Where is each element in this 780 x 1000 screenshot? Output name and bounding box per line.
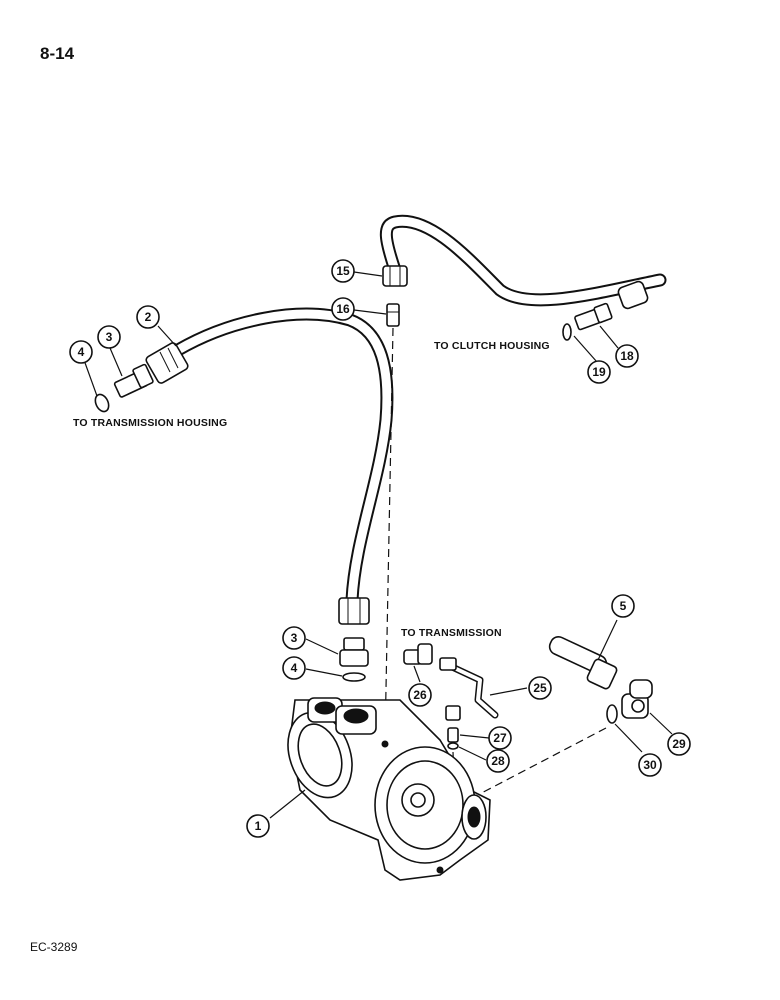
page-number: 8-14 xyxy=(40,44,75,63)
o-ring-4-lower xyxy=(342,672,366,682)
leader-30 xyxy=(614,723,643,753)
leader-25 xyxy=(489,687,528,696)
leader-4b xyxy=(305,668,343,677)
callout-27: 27 xyxy=(488,726,512,750)
callout-26: 26 xyxy=(408,683,432,707)
svg-text:19: 19 xyxy=(592,365,606,379)
svg-text:16: 16 xyxy=(336,302,350,316)
tube-15 xyxy=(379,214,667,310)
leader-5 xyxy=(597,619,618,661)
svg-text:15: 15 xyxy=(336,264,350,278)
callout-4-upper: 4 xyxy=(69,340,93,364)
leader-18 xyxy=(599,325,619,349)
leader-29 xyxy=(649,712,673,735)
callout-29: 29 xyxy=(667,732,691,756)
callout-4-lower: 4 xyxy=(282,656,306,680)
o-ring-30 xyxy=(606,704,618,724)
leader-27 xyxy=(459,734,490,739)
tube-25 xyxy=(439,657,499,721)
callout-28: 28 xyxy=(486,749,510,773)
leader-16 xyxy=(353,309,387,315)
callout-15: 15 xyxy=(331,259,355,283)
o-ring-4-upper xyxy=(94,393,110,413)
assembly-line-16 xyxy=(384,327,394,741)
leader-3a xyxy=(109,347,123,377)
leader-28 xyxy=(458,746,487,761)
leader-15 xyxy=(353,271,383,277)
svg-text:4: 4 xyxy=(291,661,298,675)
leader-19 xyxy=(573,335,598,363)
label-to-clutch-housing: TO CLUTCH HOUSING xyxy=(434,340,550,352)
callout-30: 30 xyxy=(638,753,662,777)
svg-text:28: 28 xyxy=(491,754,505,768)
svg-text:29: 29 xyxy=(672,737,686,751)
fitting-3-lower xyxy=(339,637,369,667)
svg-text:1: 1 xyxy=(255,819,262,833)
label-to-transmission-housing: TO TRANSMISSION HOUSING xyxy=(73,417,228,429)
figure-id: EC-3289 xyxy=(30,940,78,954)
callout-18: 18 xyxy=(615,344,639,368)
pump-housing-1 xyxy=(287,697,491,881)
fitting-3-upper xyxy=(113,363,154,398)
callout-3-upper: 3 xyxy=(97,325,121,349)
fitting-16 xyxy=(386,303,400,327)
o-ring-19 xyxy=(562,323,572,341)
svg-text:3: 3 xyxy=(106,330,113,344)
svg-text:30: 30 xyxy=(643,758,657,772)
svg-text:27: 27 xyxy=(493,731,507,745)
leader-4a xyxy=(83,359,98,397)
fitting-18 xyxy=(574,302,613,331)
label-to-transmission: TO TRANSMISSION xyxy=(401,627,502,639)
callout-2: 2 xyxy=(136,305,160,329)
svg-text:26: 26 xyxy=(413,688,427,702)
callout-25: 25 xyxy=(528,676,552,700)
callout-5: 5 xyxy=(611,594,635,618)
leader-3b xyxy=(305,638,339,655)
elbow-26 xyxy=(403,643,433,665)
fitting-27 xyxy=(447,727,459,743)
pipe-5 xyxy=(548,635,618,690)
leader-2 xyxy=(157,325,177,347)
svg-text:4: 4 xyxy=(78,345,85,359)
elbow-29 xyxy=(621,679,653,719)
svg-text:3: 3 xyxy=(291,631,298,645)
tube-2 xyxy=(145,307,394,625)
callout-16: 16 xyxy=(331,297,355,321)
leader-26 xyxy=(413,665,421,683)
svg-text:18: 18 xyxy=(620,349,634,363)
svg-text:25: 25 xyxy=(533,681,547,695)
svg-text:2: 2 xyxy=(145,310,152,324)
callout-3-lower: 3 xyxy=(282,626,306,650)
o-ring-28 xyxy=(447,742,459,750)
callout-19: 19 xyxy=(587,360,611,384)
callout-1: 1 xyxy=(246,814,270,838)
svg-text:5: 5 xyxy=(620,599,627,613)
leader-1 xyxy=(269,789,306,819)
